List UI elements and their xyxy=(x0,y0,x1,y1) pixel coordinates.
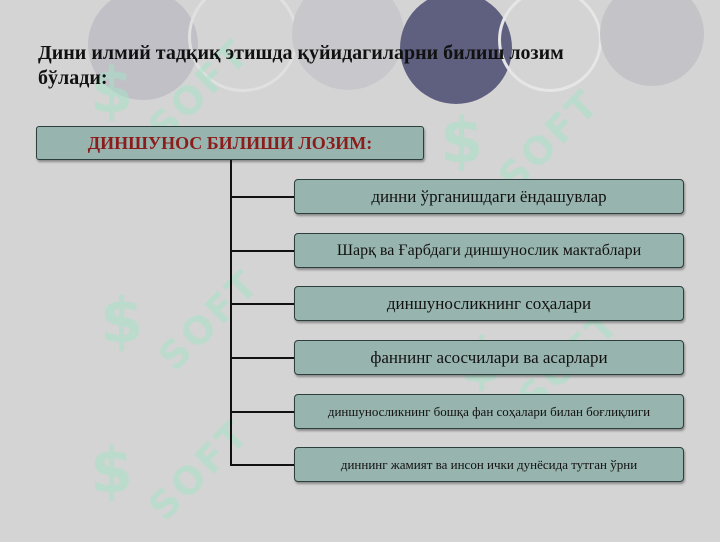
child-node: Шарқ ва Ғарбдаги диншунослик мактаблари xyxy=(294,233,684,268)
watermark-logo: $SOFT xyxy=(90,410,259,530)
branch-line xyxy=(230,464,295,466)
child-node: диншуносликнинг соҳалари xyxy=(294,286,684,321)
watermark-logo: $SOFT xyxy=(100,260,269,380)
watermark-logo: $SOFT xyxy=(90,30,259,150)
decor-circle xyxy=(292,0,404,90)
root-node: ДИНШУНОС БИЛИШИ ЛОЗИМ: xyxy=(36,126,424,160)
watermark-logo: $SOFT xyxy=(440,80,609,200)
child-node: динни ўрганишдаги ёндашувлар xyxy=(294,179,684,214)
child-node: диншуносликнинг бошқа фан соҳалари билан… xyxy=(294,394,684,429)
branch-line xyxy=(230,303,295,305)
decor-circle xyxy=(600,0,704,86)
slide-title: Дини илмий тадқиқ этишда қуйидагиларни б… xyxy=(38,42,564,89)
decor-circle xyxy=(400,0,512,104)
child-node: фаннинг асосчилари ва асарлари xyxy=(294,340,684,375)
branch-line xyxy=(230,196,295,198)
branch-line xyxy=(230,357,295,359)
decor-circle xyxy=(88,0,198,100)
branch-line xyxy=(230,250,295,252)
tree-trunk-line xyxy=(230,160,232,465)
child-node: диннинг жамият ва инсон ички дунёсида ту… xyxy=(294,447,684,482)
branch-line xyxy=(230,411,295,413)
